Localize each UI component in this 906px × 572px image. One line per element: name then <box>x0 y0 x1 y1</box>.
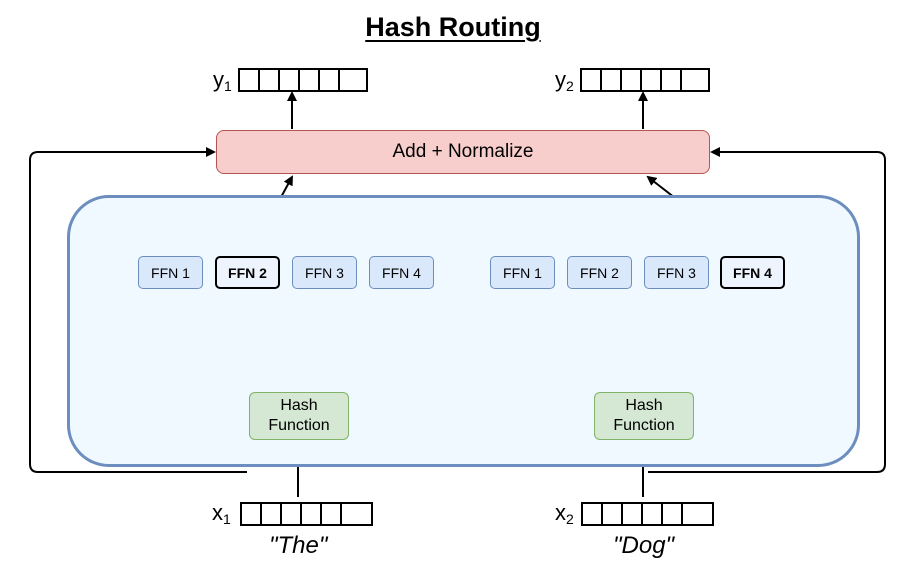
hash-label-line2: Function <box>613 417 675 434</box>
y2-vector <box>580 68 710 92</box>
x1-label: x1 <box>212 500 231 527</box>
right-ffn-4-selected: FFN 4 <box>720 256 785 289</box>
hash-label-line1: Hash <box>625 397 663 414</box>
y1-label: y1 <box>213 67 232 94</box>
right-ffn-1: FFN 1 <box>490 256 555 289</box>
left-hash-function: Hash Function <box>249 392 349 440</box>
left-ffn-3: FFN 3 <box>292 256 357 289</box>
right-ffn-2: FFN 2 <box>567 256 632 289</box>
hash-label-line1: Hash <box>280 397 318 414</box>
residual-right-arrow <box>648 147 886 473</box>
right-ffn-3: FFN 3 <box>644 256 709 289</box>
right-hash-function: Hash Function <box>594 392 694 440</box>
x2-word: "Dog" <box>613 532 675 559</box>
x2-vector <box>581 502 714 526</box>
diagram-title: Hash Routing <box>365 12 541 42</box>
left-ffn-2-selected: FFN 2 <box>215 256 280 289</box>
left-ffn-1: FFN 1 <box>138 256 203 289</box>
x1-word: "The" <box>269 532 328 559</box>
x2-label: x2 <box>555 500 574 527</box>
add-normalize-block: Add + Normalize <box>216 130 710 174</box>
left-ffn-4: FFN 4 <box>369 256 434 289</box>
y2-label: y2 <box>555 67 574 94</box>
moe-layer-container <box>67 195 860 467</box>
residual-left-arrow <box>29 147 247 473</box>
y1-vector <box>238 68 368 92</box>
x1-vector <box>240 502 373 526</box>
hash-label-line2: Function <box>268 417 330 434</box>
